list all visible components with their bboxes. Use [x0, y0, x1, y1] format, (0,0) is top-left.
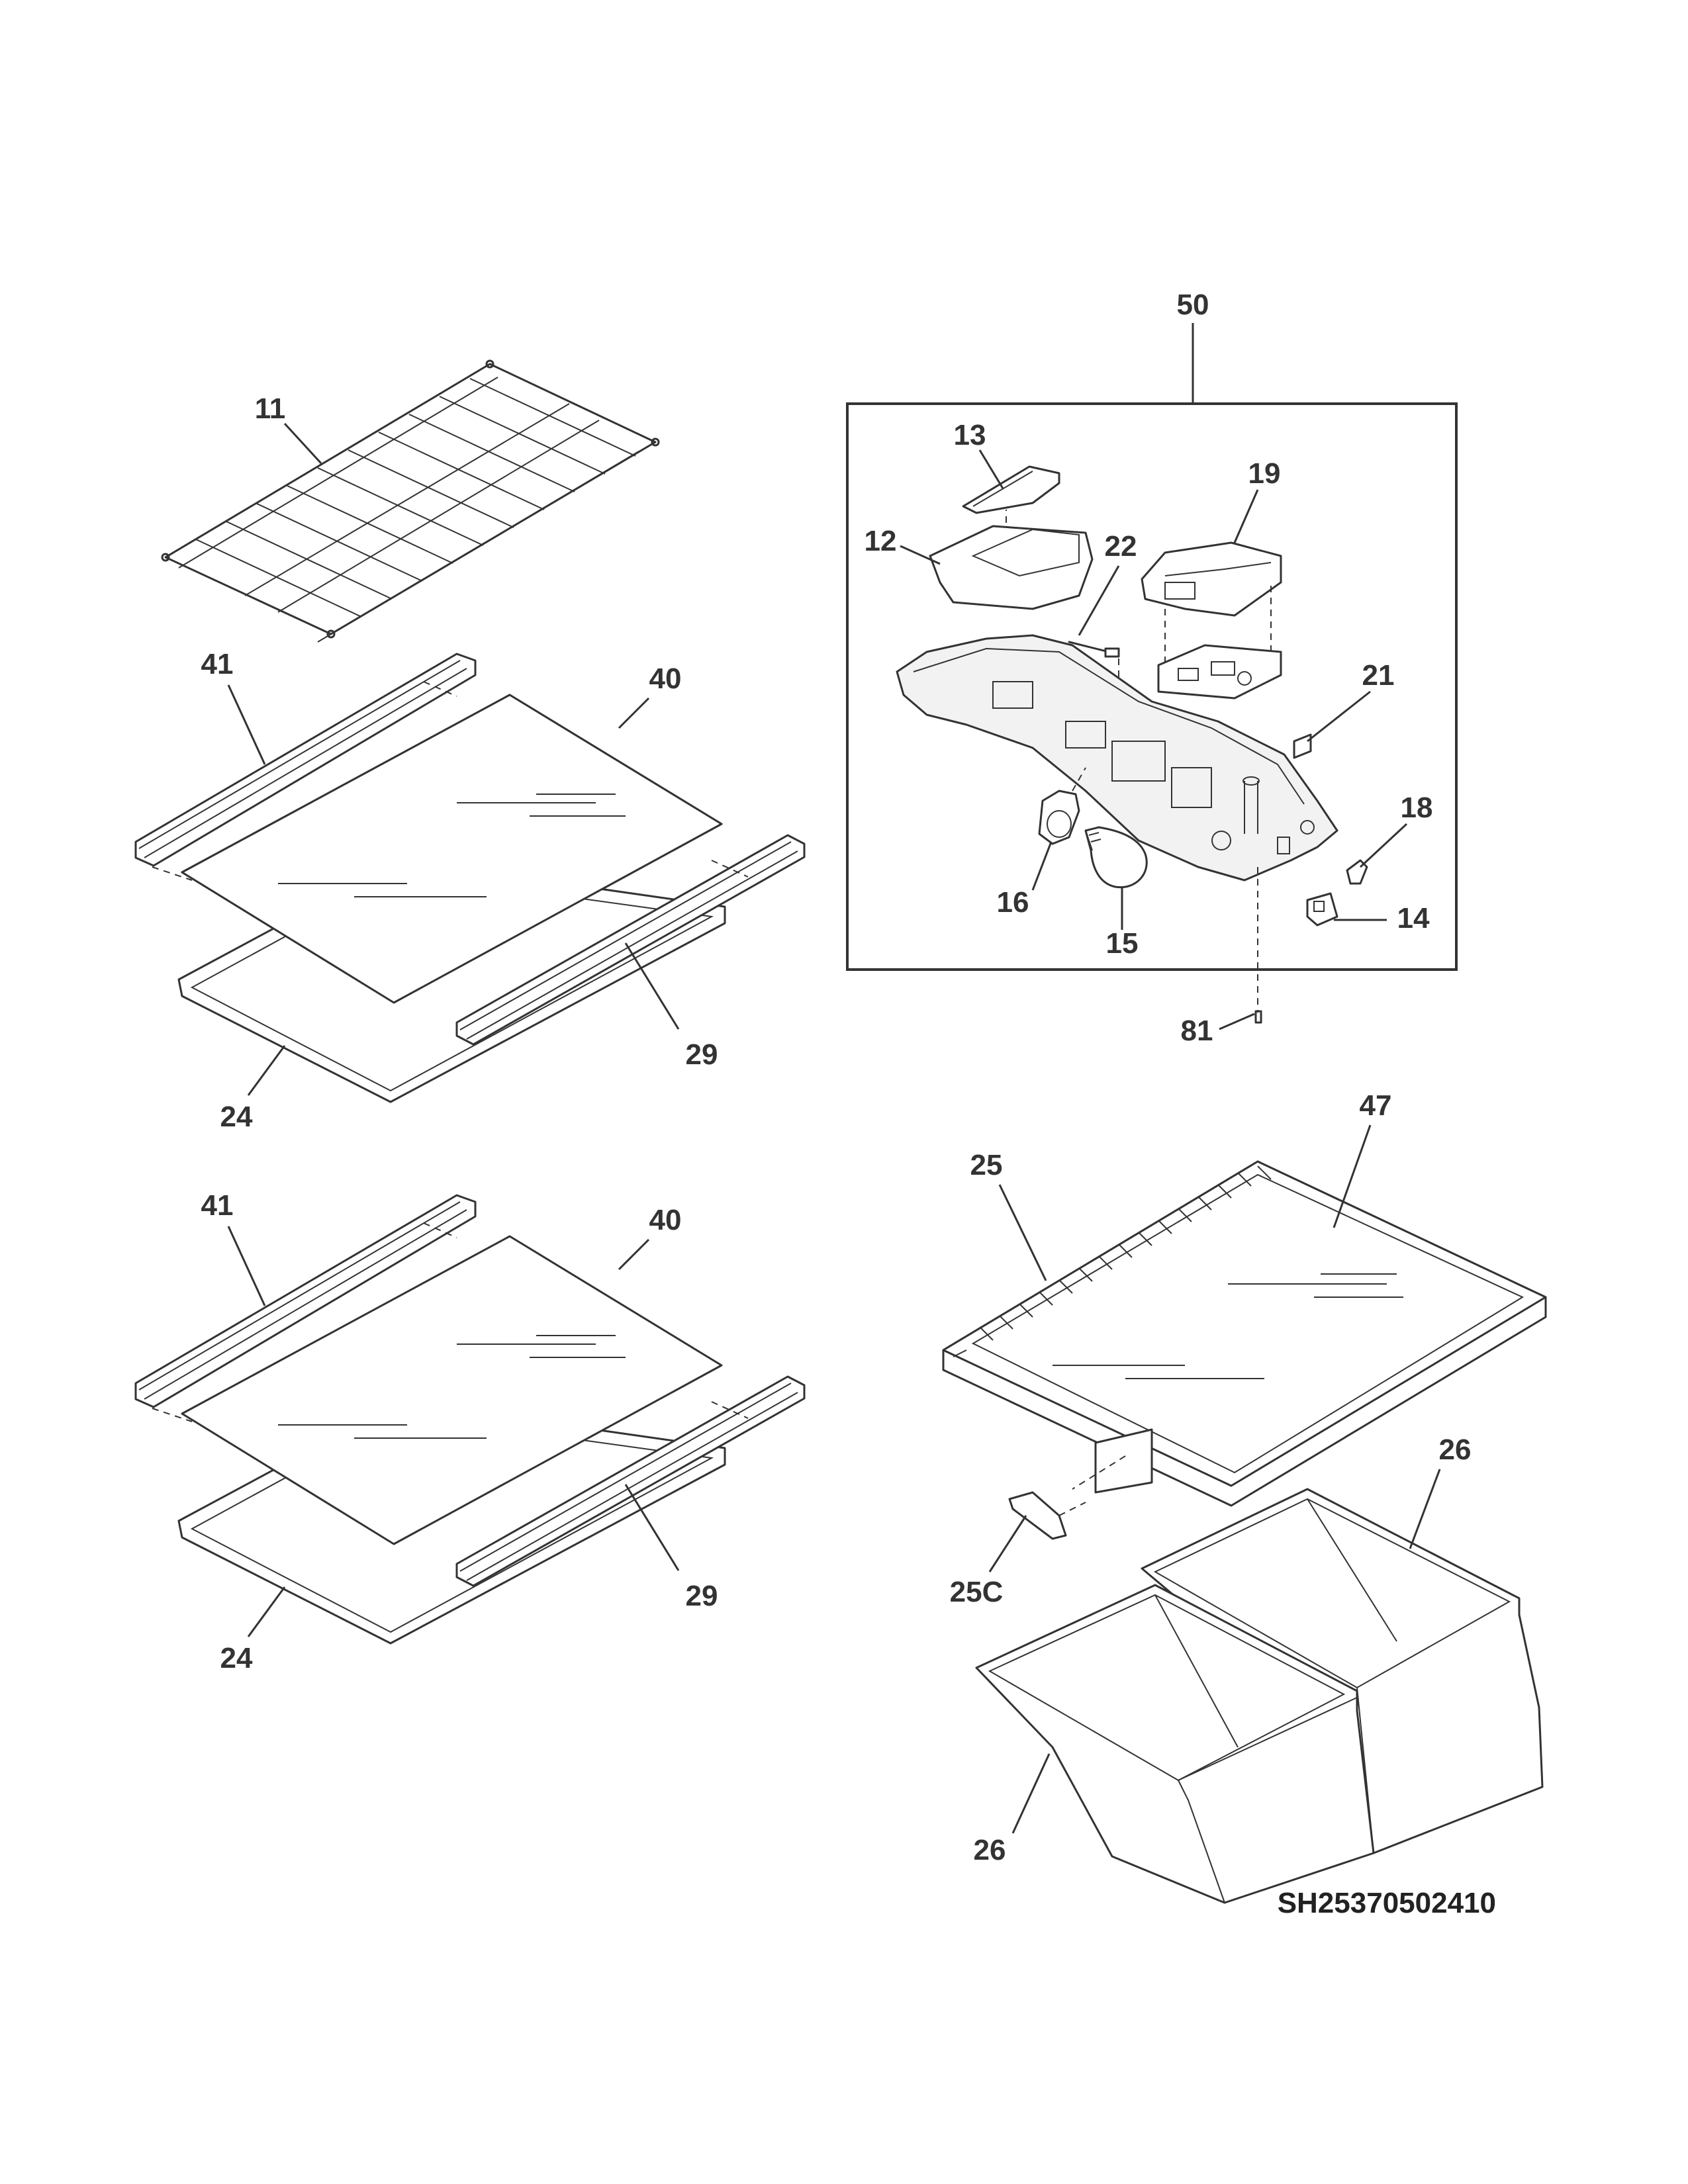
callout-26-right: 26: [1439, 1433, 1472, 1466]
callout-25: 25: [970, 1149, 1003, 1181]
callout-12: 12: [865, 525, 897, 557]
callout-47: 47: [1360, 1089, 1392, 1122]
front-trim-upper: [455, 834, 806, 1046]
callout-24-lower: 24: [220, 1642, 253, 1674]
leader-25c: [988, 1515, 1027, 1572]
leader-81: [1219, 1013, 1255, 1030]
callout-41-lower: 41: [201, 1189, 234, 1222]
knob-housing: [929, 525, 1094, 610]
leader-11: [283, 422, 322, 465]
leader-29-upper: [624, 942, 680, 1030]
wire-shelf: [161, 359, 660, 643]
leader-18: [1359, 823, 1408, 868]
screw: [1254, 1010, 1262, 1024]
cover-vents: [953, 1165, 1272, 1357]
leader-25: [998, 1184, 1047, 1281]
leader-16: [1031, 841, 1053, 891]
callout-22: 22: [1105, 530, 1137, 563]
shelf-group-upper: [134, 653, 806, 1103]
leader-26-right: [1409, 1469, 1441, 1549]
callout-29-lower: 29: [686, 1580, 718, 1612]
leader-40-upper: [618, 697, 650, 729]
leader-29-lower: [624, 1484, 680, 1571]
damper: [1141, 541, 1282, 617]
crisper-cover: [942, 1160, 1547, 1507]
callout-19: 19: [1248, 457, 1281, 490]
leader-40-lower: [618, 1238, 650, 1271]
leader-22: [1078, 565, 1120, 636]
control-board: [1157, 644, 1282, 700]
leader-24-upper: [247, 1045, 286, 1096]
callout-41-upper: 41: [201, 648, 234, 680]
callout-25c: 25C: [950, 1576, 1004, 1608]
control-knob: [962, 465, 1060, 514]
lamp-socket: [1038, 790, 1080, 845]
control-assembly: [896, 465, 1368, 1024]
callout-29-upper: 29: [686, 1038, 718, 1071]
leader-24-lower: [247, 1586, 286, 1637]
callout-26-left: 26: [974, 1834, 1006, 1866]
callout-21: 21: [1362, 659, 1395, 692]
shelf-group-lower: [134, 1194, 806, 1645]
callout-16: 16: [997, 886, 1029, 919]
leader-21: [1307, 690, 1371, 743]
callout-40-upper: 40: [649, 662, 682, 695]
leader-12: [900, 545, 941, 565]
control-assembly-box: [846, 402, 1458, 971]
crisper-pan-left: [975, 1584, 1375, 1904]
front-trim-lower: [455, 1375, 806, 1587]
callout-18: 18: [1401, 792, 1433, 824]
callout-81: 81: [1181, 1015, 1213, 1047]
leader-47: [1333, 1124, 1372, 1228]
leader-41-lower: [227, 1226, 266, 1306]
leader-41-upper: [227, 684, 266, 765]
callout-15: 15: [1106, 927, 1139, 960]
leader-13: [978, 449, 1004, 489]
lamp-bulb: [1084, 826, 1148, 889]
leader-19: [1233, 489, 1259, 543]
callout-11: 11: [255, 392, 286, 425]
door-switch: [1306, 892, 1338, 927]
sensor: [1068, 641, 1110, 653]
callout-40-lower: 40: [649, 1204, 682, 1236]
humidity-control: [1008, 1491, 1067, 1540]
control-housing: [896, 634, 1338, 882]
leader-26-left: [1011, 1753, 1051, 1834]
glass-shelf-lower: [181, 1235, 723, 1545]
drawing-id: SH25370502410: [1278, 1887, 1496, 1919]
callout-50: 50: [1177, 289, 1209, 321]
callout-13: 13: [954, 419, 986, 451]
callout-14: 14: [1397, 902, 1430, 934]
callout-24-upper: 24: [220, 1101, 253, 1133]
